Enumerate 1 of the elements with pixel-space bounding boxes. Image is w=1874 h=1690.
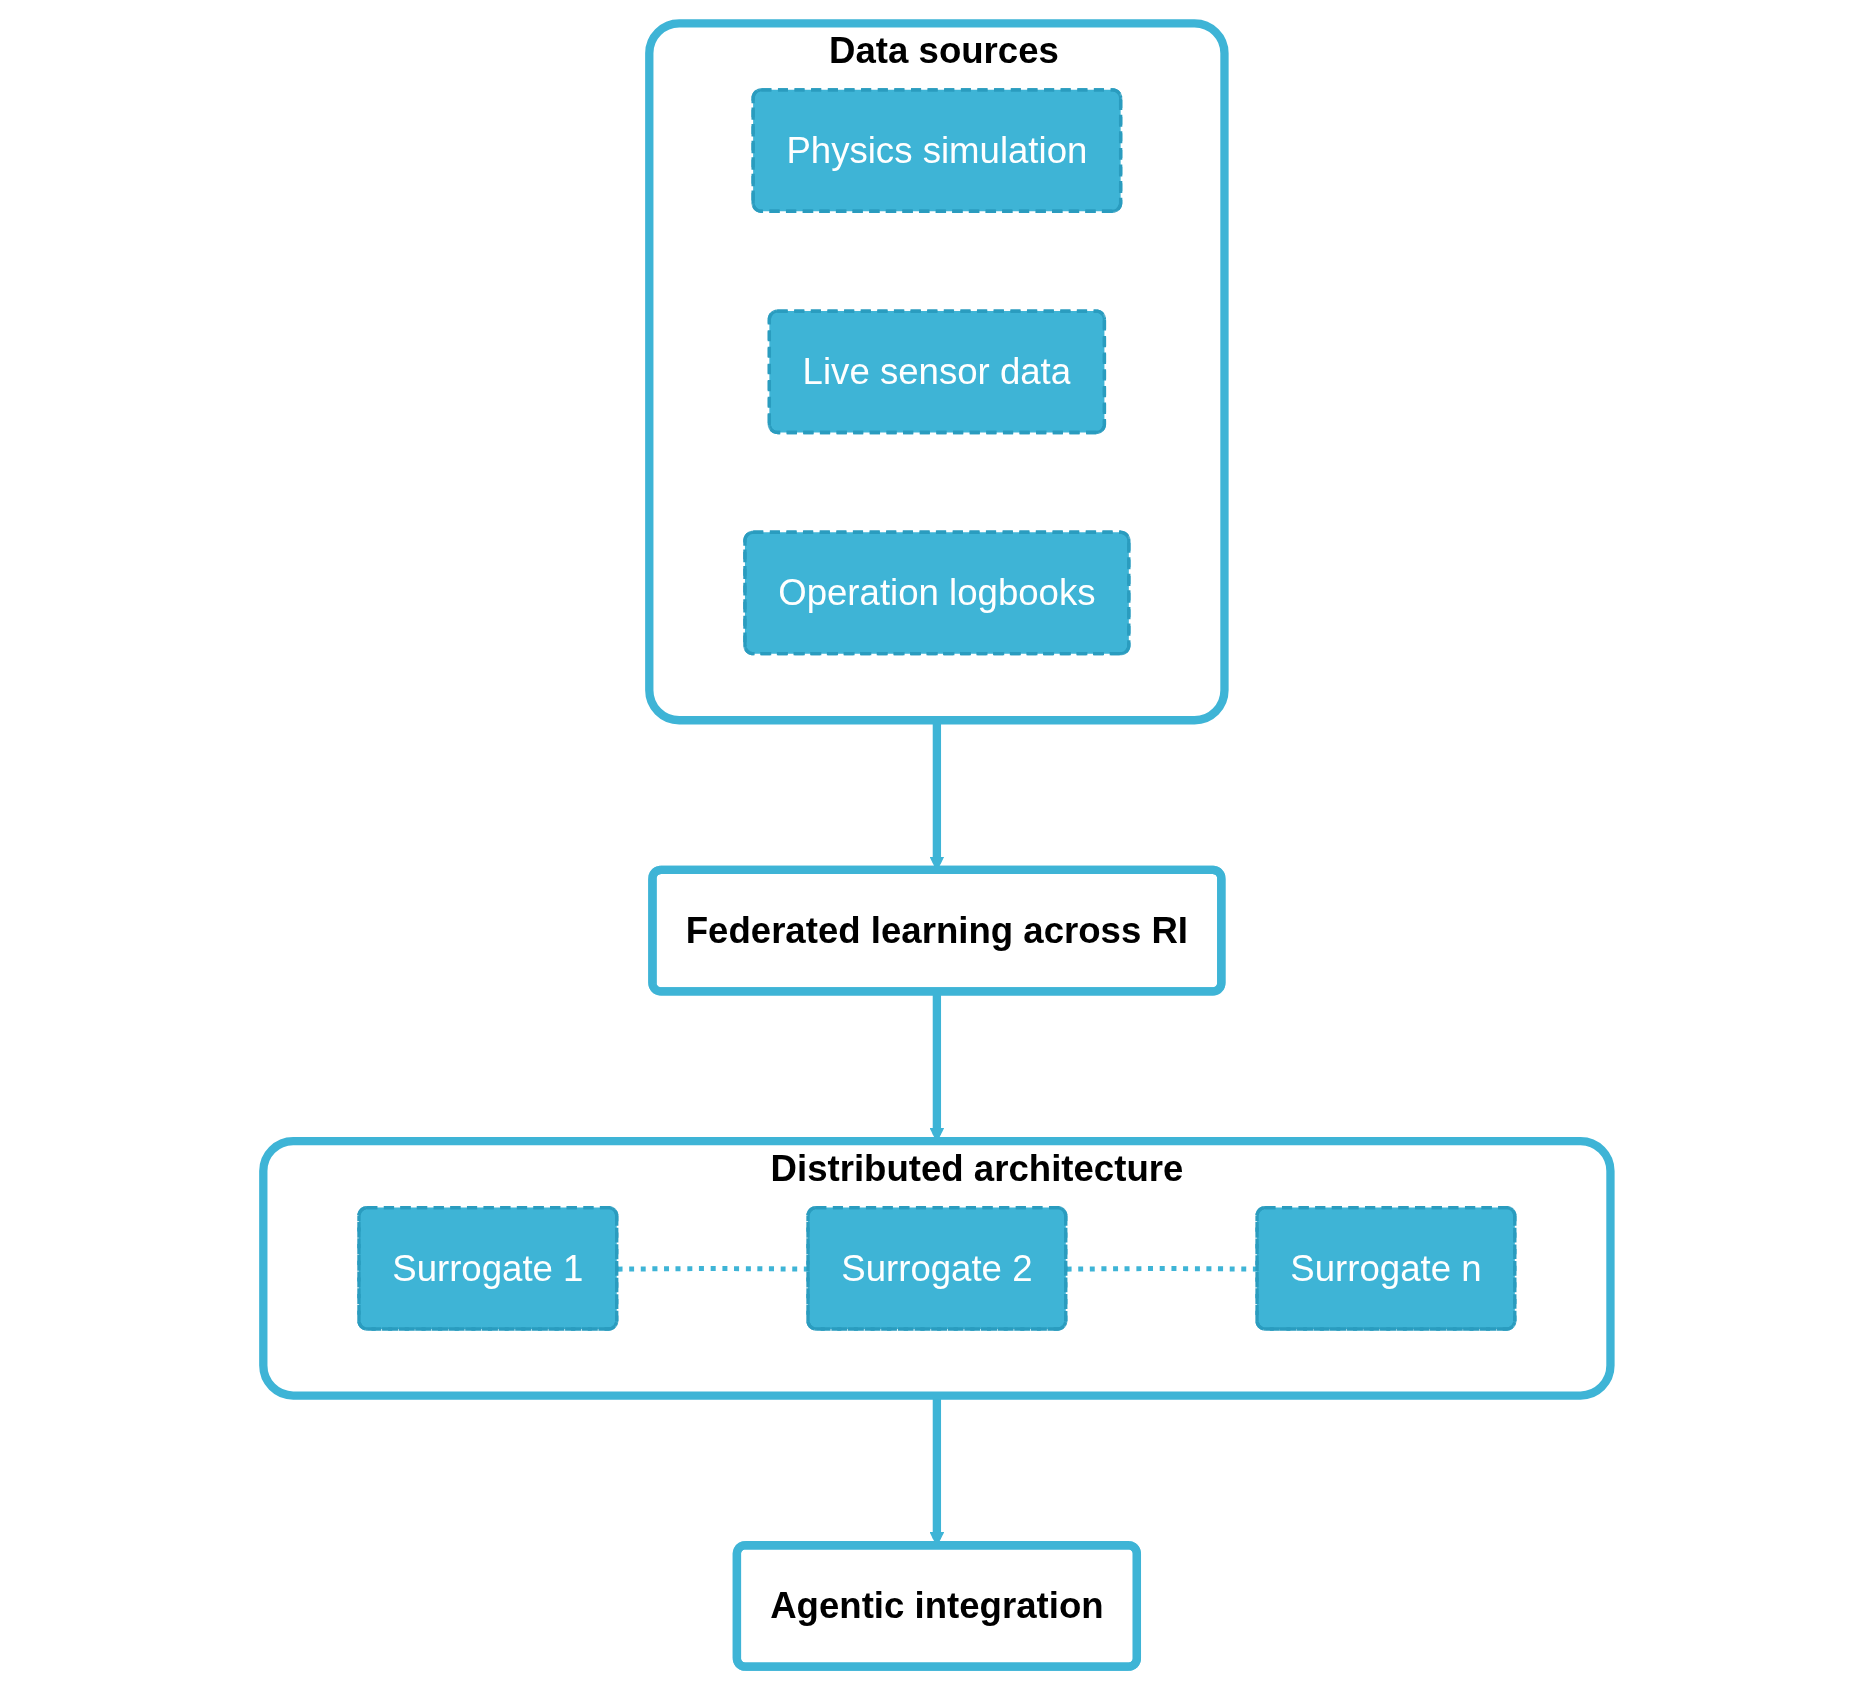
connector <box>617 1266 809 1272</box>
